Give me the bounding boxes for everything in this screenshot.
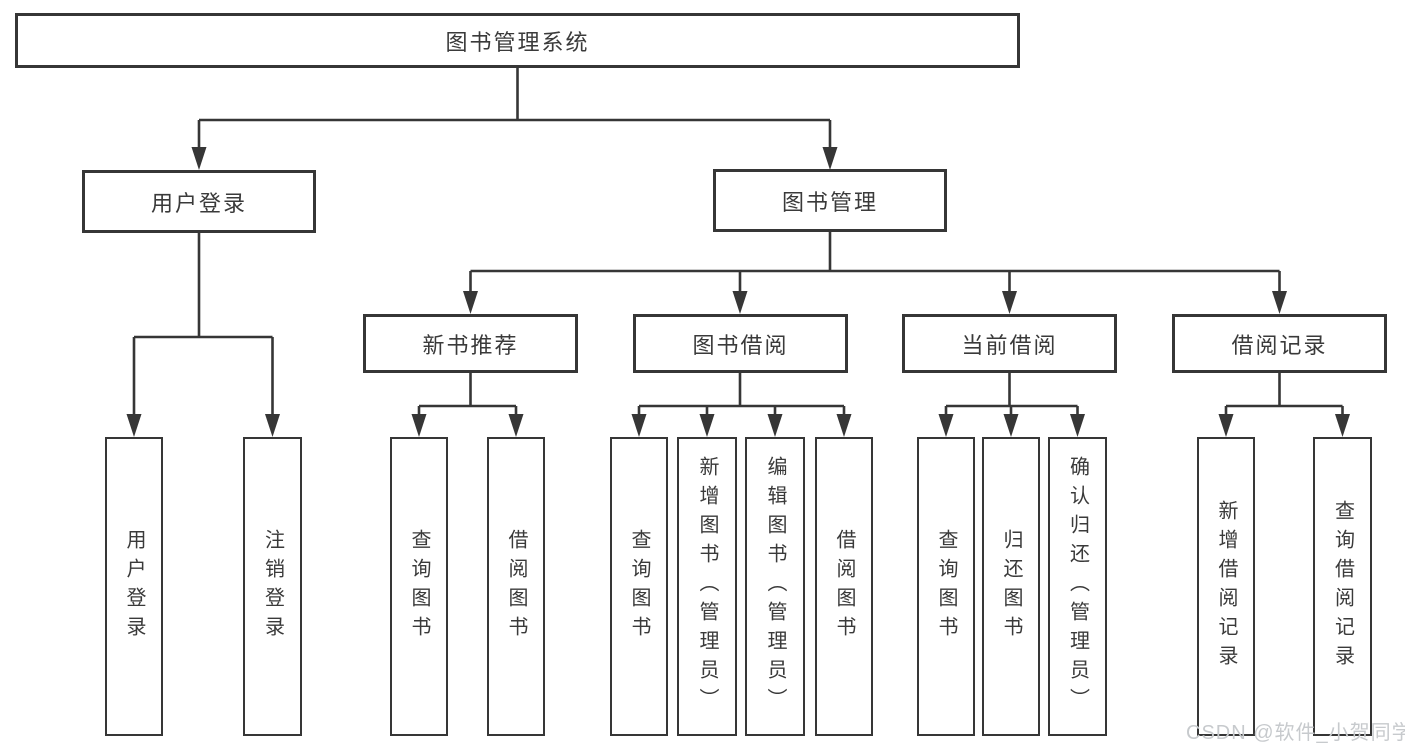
connector-borrow-records-to-leaves [1218, 373, 1350, 437]
arrow-down-icon [411, 414, 427, 437]
connector-book-management-to-level3 [463, 232, 1287, 314]
arrow-down-icon [1002, 291, 1017, 314]
node-book-borrow: 图书借阅 [633, 314, 848, 373]
leaf-return-book: 归还图书 [982, 437, 1040, 736]
arrow-down-icon [265, 414, 280, 437]
arrow-down-icon [732, 291, 748, 314]
arrow-down-icon [699, 414, 715, 437]
connector-user-login-to-leaves [126, 233, 280, 437]
arrow-down-icon [463, 291, 478, 314]
node-label: 查询图书 [628, 528, 650, 645]
leaf-query-borrow-record: 查询借阅记录 [1313, 437, 1372, 736]
node-label: 确认归还（管理员） [1066, 456, 1089, 717]
node-label: 新增借阅记录 [1215, 499, 1237, 674]
arrow-down-icon [508, 414, 524, 437]
leaf-borrow-books-borrow: 借阅图书 [815, 437, 873, 736]
connector-root-to-level2 [191, 68, 838, 170]
arrow-down-icon [631, 414, 647, 437]
leaf-add-borrow-record: 新增借阅记录 [1197, 437, 1255, 736]
node-label: 注销登录 [261, 528, 284, 645]
node-label: 查询借阅记录 [1331, 499, 1354, 674]
node-current-borrow: 当前借阅 [902, 314, 1117, 373]
node-label: 借阅图书 [833, 528, 855, 645]
node-user-login: 用户登录 [82, 170, 316, 233]
leaf-user-login: 用户登录 [105, 437, 163, 736]
arrow-down-icon [836, 414, 852, 437]
arrow-down-icon [1272, 291, 1287, 314]
arrow-down-icon [1335, 414, 1350, 437]
node-label: 借阅图书 [505, 528, 527, 645]
leaf-edit-book-admin: 编辑图书（管理员） [745, 437, 805, 736]
leaf-query-books-recommend: 查询图书 [390, 437, 448, 736]
arrow-down-icon [938, 414, 954, 437]
node-label: 编辑图书（管理员） [764, 456, 786, 717]
node-label: 查询图书 [408, 528, 430, 645]
arrow-down-icon [1070, 414, 1085, 437]
leaf-confirm-return-admin: 确认归还（管理员） [1048, 437, 1107, 736]
arrow-down-icon [767, 414, 783, 437]
leaf-query-books-borrow: 查询图书 [610, 437, 668, 736]
node-label: 新增图书（管理员） [696, 456, 718, 717]
node-borrow-records: 借阅记录 [1172, 314, 1387, 373]
arrow-down-icon [1218, 414, 1234, 437]
csdn-watermark: CSDN @软件_小贺同学 [1186, 722, 1405, 744]
arrow-down-icon [126, 414, 142, 437]
arrow-down-icon [1003, 414, 1019, 437]
connector-current-borrow-to-leaves [938, 373, 1085, 437]
node-library-system-root: 图书管理系统 [15, 13, 1020, 68]
node-book-management: 图书管理 [713, 169, 947, 232]
leaf-query-books-current: 查询图书 [917, 437, 975, 736]
node-label: 查询图书 [935, 528, 957, 645]
leaf-add-book-admin: 新增图书（管理员） [677, 437, 737, 736]
leaf-borrow-books-recommend: 借阅图书 [487, 437, 545, 736]
connector-new-book-recommend-to-leaves [411, 373, 524, 437]
node-label: 归还图书 [1000, 528, 1022, 645]
connector-book-borrow-to-leaves [631, 373, 852, 437]
arrow-down-icon [191, 147, 207, 170]
node-new-book-recommend: 新书推荐 [363, 314, 578, 373]
node-label: 用户登录 [123, 528, 145, 645]
leaf-logout: 注销登录 [243, 437, 302, 736]
arrow-down-icon [822, 147, 838, 170]
